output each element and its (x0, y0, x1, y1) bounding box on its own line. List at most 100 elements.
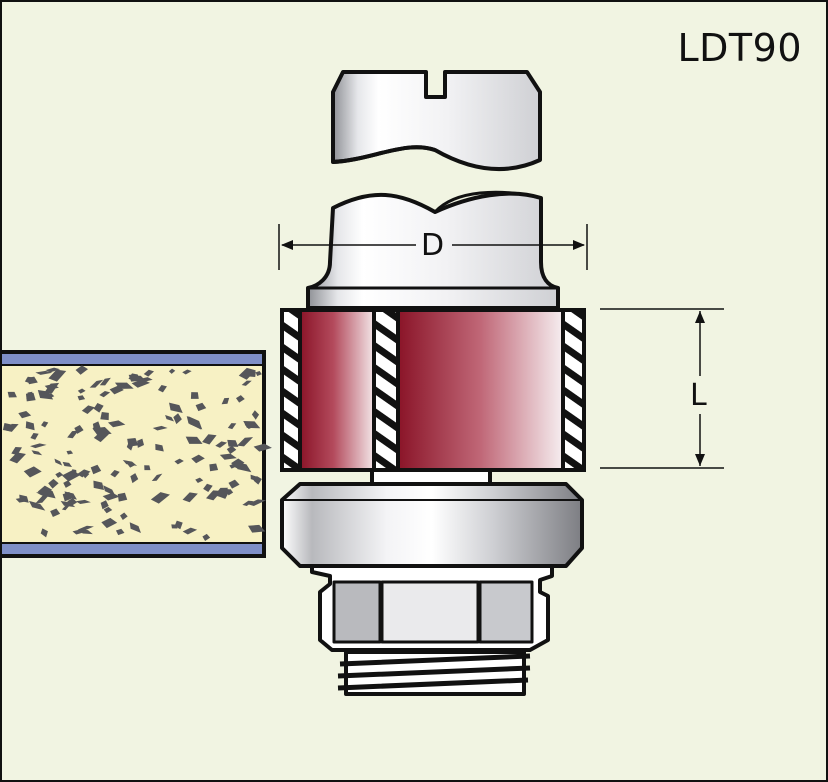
chip-fleck (190, 392, 199, 399)
chip-fleck (140, 377, 153, 382)
bearing-neck (370, 468, 492, 486)
chip-fleck (253, 443, 272, 452)
chip-fleck (44, 382, 60, 394)
chip-fleck (93, 403, 104, 413)
chip-fleck (251, 410, 260, 420)
chip-fleck (103, 506, 113, 514)
chip-fleck (41, 421, 49, 428)
chip-fleck (75, 365, 88, 375)
chip-fleck (241, 380, 252, 386)
chip-fleck (40, 528, 48, 538)
chip-fleck (129, 522, 141, 534)
chip-fleck (248, 524, 266, 533)
dimension-l (600, 308, 724, 469)
chip-fleck (227, 439, 239, 447)
chip-fleck (202, 434, 217, 445)
upper-shank-piece (331, 70, 542, 172)
chip-fleck (215, 441, 228, 448)
chip-fleck (236, 395, 245, 403)
chip-fleck (77, 469, 91, 478)
chip-fleck (102, 492, 120, 501)
left-edge-stripe (282, 310, 300, 470)
chip-fleck (77, 388, 86, 394)
chip-fleck (238, 367, 256, 380)
chip-fleck (168, 368, 176, 374)
chip-fleck (23, 466, 42, 478)
chip-fleck (101, 517, 118, 529)
chip-fleck (100, 500, 109, 510)
chip-fleck (72, 529, 85, 535)
chip-fleck (185, 436, 203, 444)
chip-fleck (35, 370, 53, 375)
chip-fleck (93, 480, 105, 491)
chip-fleck (137, 438, 145, 448)
chip-fleck (81, 405, 95, 414)
chip-fleck (50, 508, 61, 517)
chip-fleck (117, 492, 128, 502)
chip-fleck (122, 459, 138, 466)
chip-fleck (31, 450, 43, 456)
chip-fleck (243, 421, 261, 429)
chip-fleck (63, 480, 72, 488)
chip-fleck (144, 465, 151, 471)
chip-fleck (107, 420, 126, 428)
chip-fleck (28, 500, 46, 511)
chip-fleck (75, 499, 91, 505)
chip-fleck (227, 423, 237, 430)
chip-fleck (127, 438, 139, 447)
chip-fleck (55, 471, 64, 478)
chip-fleck (26, 391, 33, 399)
chip-fleck (191, 454, 205, 464)
dimension-d-label: D (421, 228, 445, 263)
chip-fleck (221, 397, 230, 405)
chip-fleck (143, 369, 155, 377)
chip-fleck (99, 390, 111, 398)
chip-fleck (219, 453, 237, 460)
threaded-stud (337, 650, 531, 696)
chip-fleck (93, 431, 109, 443)
dimension-l-label: L (690, 378, 707, 413)
chip-fleck (174, 458, 184, 465)
chip-fleck (182, 492, 198, 503)
chip-fleck (37, 485, 53, 497)
chip-fleck (54, 458, 63, 466)
board-chip-flecks (2, 365, 272, 541)
chip-fleck (165, 415, 175, 422)
bearing-collar (280, 482, 584, 568)
chip-fleck (68, 471, 77, 476)
chip-fleck (90, 464, 102, 475)
chip-fleck (110, 469, 120, 478)
chip-fleck (195, 402, 207, 412)
cutter-body (280, 308, 586, 472)
chip-fleck (195, 477, 204, 483)
chip-fleck (62, 461, 73, 467)
chip-fleck (157, 384, 167, 393)
chip-fleck (173, 413, 182, 425)
carbide-insert-right (398, 312, 563, 468)
chip-fleck (242, 500, 254, 507)
chip-fleck (67, 430, 79, 439)
chip-fleck (236, 437, 254, 447)
chip-fleck (15, 497, 29, 503)
middle-edge-stripe (374, 310, 398, 470)
chip-fleck (18, 410, 32, 419)
chip-fleck (61, 505, 70, 511)
chip-fleck (92, 427, 112, 436)
chip-fleck (150, 492, 170, 504)
board-bottom-face (2, 544, 262, 554)
chip-fleck (182, 527, 198, 535)
chip-fleck (152, 425, 168, 431)
chip-fleck (64, 491, 77, 500)
chip-fleck (169, 402, 183, 413)
chip-fleck (120, 512, 128, 520)
chip-fleck (99, 377, 111, 386)
hex-nut (310, 564, 554, 652)
right-edge-stripe (563, 310, 584, 470)
chip-fleck (77, 525, 94, 532)
chip-fleck (48, 478, 59, 489)
workpiece-board (2, 350, 272, 558)
chip-fleck (226, 445, 237, 454)
chip-fleck (2, 423, 12, 432)
chip-fleck (209, 463, 219, 472)
